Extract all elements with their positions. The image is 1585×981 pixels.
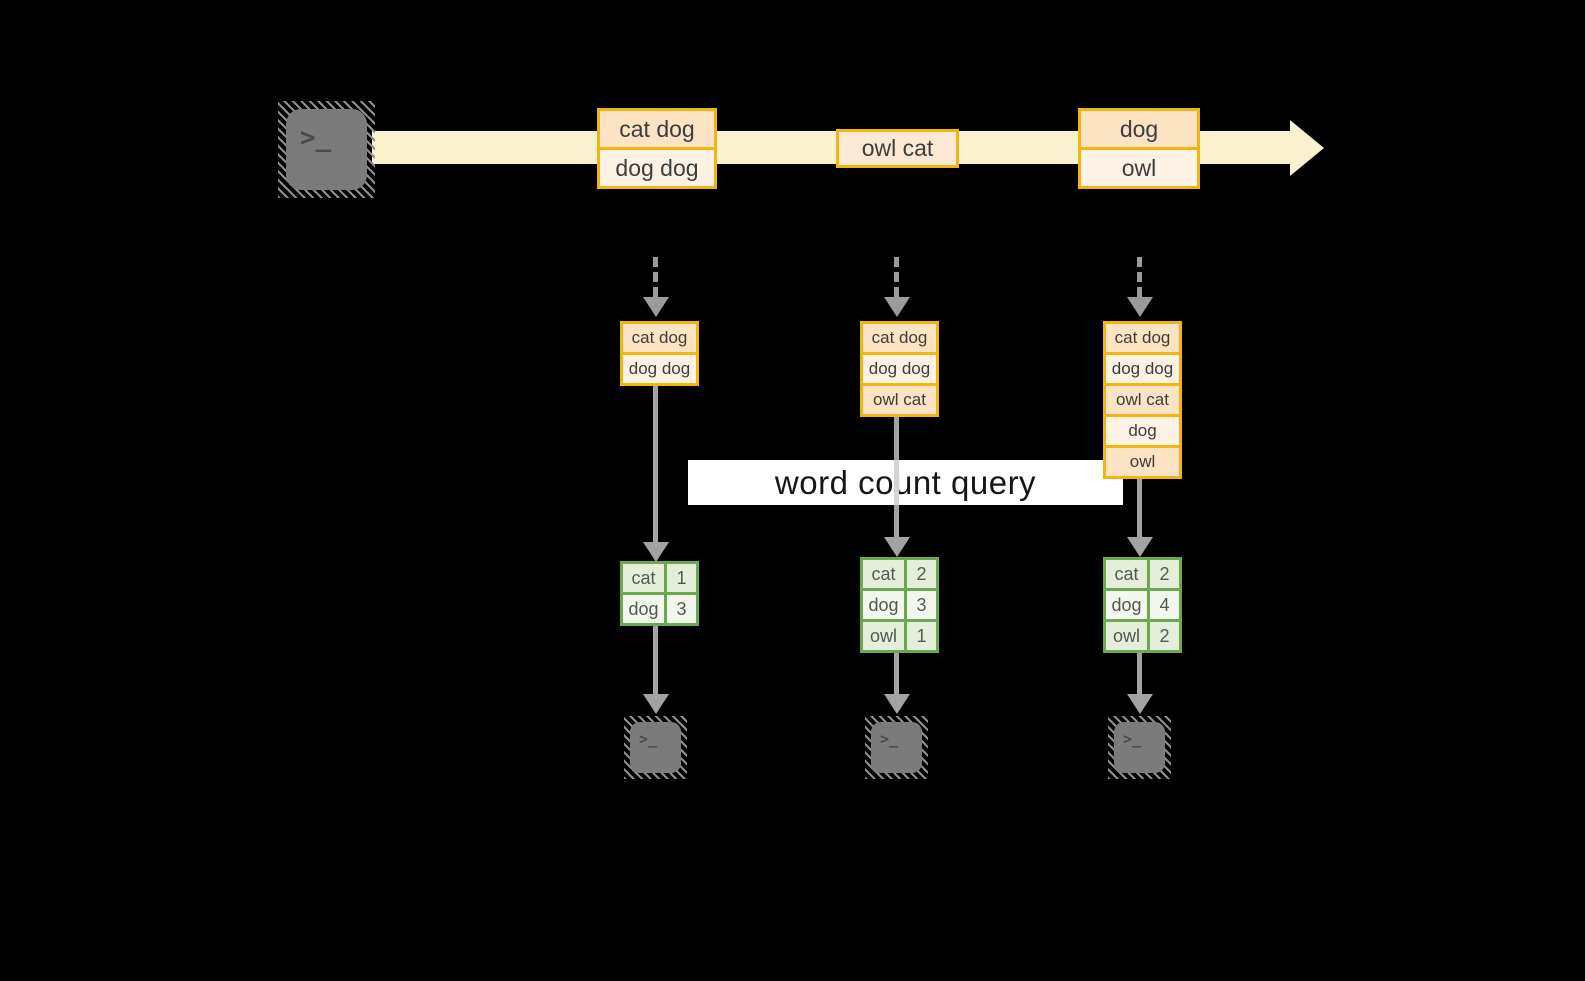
dashed-arrowhead-icon [884, 297, 910, 317]
count-value: 2 [1159, 626, 1170, 646]
dashed-arrowhead-icon [1127, 297, 1153, 317]
buffer-record: dog dog [863, 352, 936, 383]
event-record: owl cat [839, 132, 956, 165]
connector-line [1137, 479, 1142, 537]
record-buffer-3: cat dog dog dog owl cat dog owl [1103, 321, 1182, 479]
count-word: owl [1106, 622, 1150, 650]
connector-through-label [894, 460, 899, 505]
connector-arrowhead-icon [643, 694, 669, 714]
terminal-prompt-glyph: >_ [286, 109, 367, 190]
count-table-2: cat 2 dog 3 owl 1 [860, 557, 939, 653]
buffer-record: cat dog [623, 324, 696, 352]
terminal-prompt-glyph: >_ [1114, 722, 1165, 773]
count-word: cat [623, 564, 667, 592]
connector-line [894, 653, 899, 694]
count-value: 2 [1159, 564, 1170, 584]
buffer-record: cat dog [863, 324, 936, 352]
connector-line [1137, 653, 1142, 694]
event-record: dog [1081, 111, 1197, 147]
record-buffer-1: cat dog dog dog [620, 321, 699, 386]
count-row: owl 2 [1106, 619, 1179, 650]
count-row: dog 3 [863, 588, 936, 619]
buffer-record: dog dog [1106, 352, 1179, 383]
buffer-record: dog dog [623, 352, 696, 383]
count-row: cat 2 [863, 560, 936, 588]
count-value: 1 [916, 626, 927, 646]
dashed-arrow [894, 257, 899, 297]
count-row: owl 1 [863, 619, 936, 650]
buffer-record: owl cat [863, 383, 936, 414]
stream-event-batch-3: dog owl [1078, 108, 1200, 189]
count-row: cat 1 [623, 564, 696, 592]
count-value: 3 [676, 599, 687, 619]
stream-event-batch-1: cat dog dog dog [597, 108, 717, 189]
count-value: 3 [916, 595, 927, 615]
terminal-prompt-glyph: >_ [871, 722, 922, 773]
sink-terminal-icon: >_ [865, 716, 928, 779]
buffer-record: owl cat [1106, 383, 1179, 414]
count-word: dog [1106, 591, 1150, 619]
connector-arrowhead-icon [643, 542, 669, 562]
sink-terminal-icon: >_ [1108, 716, 1171, 779]
count-table-3: cat 2 dog 4 owl 2 [1103, 557, 1182, 653]
event-record: cat dog [600, 111, 714, 147]
buffer-record: dog [1106, 414, 1179, 445]
connector-arrowhead-icon [884, 694, 910, 714]
count-word: dog [623, 595, 667, 623]
word-count-query-label: word count query [688, 460, 1123, 505]
count-row: dog 4 [1106, 588, 1179, 619]
event-record: owl [1081, 147, 1197, 186]
event-record: dog dog [600, 147, 714, 186]
connector-arrowhead-icon [884, 537, 910, 557]
sink-terminal-icon: >_ [624, 716, 687, 779]
stream-event-batch-2: owl cat [836, 129, 959, 168]
connector-arrowhead-icon [1127, 537, 1153, 557]
terminal-prompt-glyph: >_ [630, 722, 681, 773]
buffer-record: owl [1106, 445, 1179, 476]
dashed-arrow [1137, 257, 1142, 297]
buffer-record: cat dog [1106, 324, 1179, 352]
count-row: cat 2 [1106, 560, 1179, 588]
count-word: owl [863, 622, 907, 650]
source-terminal-icon: >_ [278, 101, 375, 198]
stream-timeline-arrowhead-icon [1290, 120, 1324, 176]
count-table-1: cat 1 dog 3 [620, 561, 699, 626]
connector-line [653, 385, 658, 542]
dashed-arrow [653, 257, 658, 297]
count-row: dog 3 [623, 592, 696, 623]
count-word: cat [1106, 560, 1150, 588]
query-label-text: word count query [774, 463, 1037, 501]
record-buffer-2: cat dog dog dog owl cat [860, 321, 939, 417]
count-value: 1 [676, 568, 687, 588]
count-word: dog [863, 591, 907, 619]
count-value: 4 [1159, 595, 1170, 615]
dashed-arrowhead-icon [643, 297, 669, 317]
count-word: cat [863, 560, 907, 588]
connector-line [653, 626, 658, 694]
connector-arrowhead-icon [1127, 694, 1153, 714]
count-value: 2 [916, 564, 927, 584]
